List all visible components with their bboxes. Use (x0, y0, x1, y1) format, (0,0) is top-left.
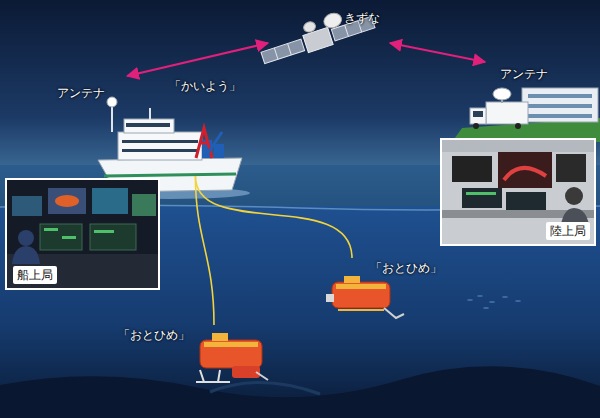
rov-node: 「おとひめ」 (320, 258, 448, 322)
part-label: アンテナ (500, 66, 548, 82)
radio-link-arrow (127, 43, 268, 76)
tether-cable (195, 176, 214, 325)
seafloor-ridge (210, 382, 320, 394)
ship-station-photo: 船上局 (5, 178, 160, 290)
ship-node: アンテナ 「かいよう」 (55, 76, 250, 176)
part-label: 「かいよう」 (169, 78, 241, 94)
station-label: 船上局 (13, 266, 57, 284)
land-station-photo: 陸上局 (440, 138, 596, 246)
station-label: 陸上局 (546, 222, 590, 240)
land-control-room-photo (440, 138, 596, 246)
seafloor (0, 366, 600, 418)
part-label: アンテナ (57, 85, 105, 101)
radio-link-arrow (390, 43, 485, 62)
rov (326, 276, 404, 318)
ship-control-room-photo (5, 178, 160, 290)
rov (196, 333, 268, 382)
part-label: 「おとひめ」 (370, 260, 442, 276)
part-label: きずな (344, 10, 380, 26)
satellite-node: きずな (268, 8, 390, 58)
rov-node: 「おとひめ」 (118, 325, 278, 389)
land-station-node: アンテナ (478, 62, 596, 130)
tether-cable (195, 176, 352, 258)
fish-school (467, 295, 521, 309)
sky (0, 0, 600, 168)
part-label: 「おとひめ」 (118, 327, 190, 343)
land-station (452, 88, 600, 142)
